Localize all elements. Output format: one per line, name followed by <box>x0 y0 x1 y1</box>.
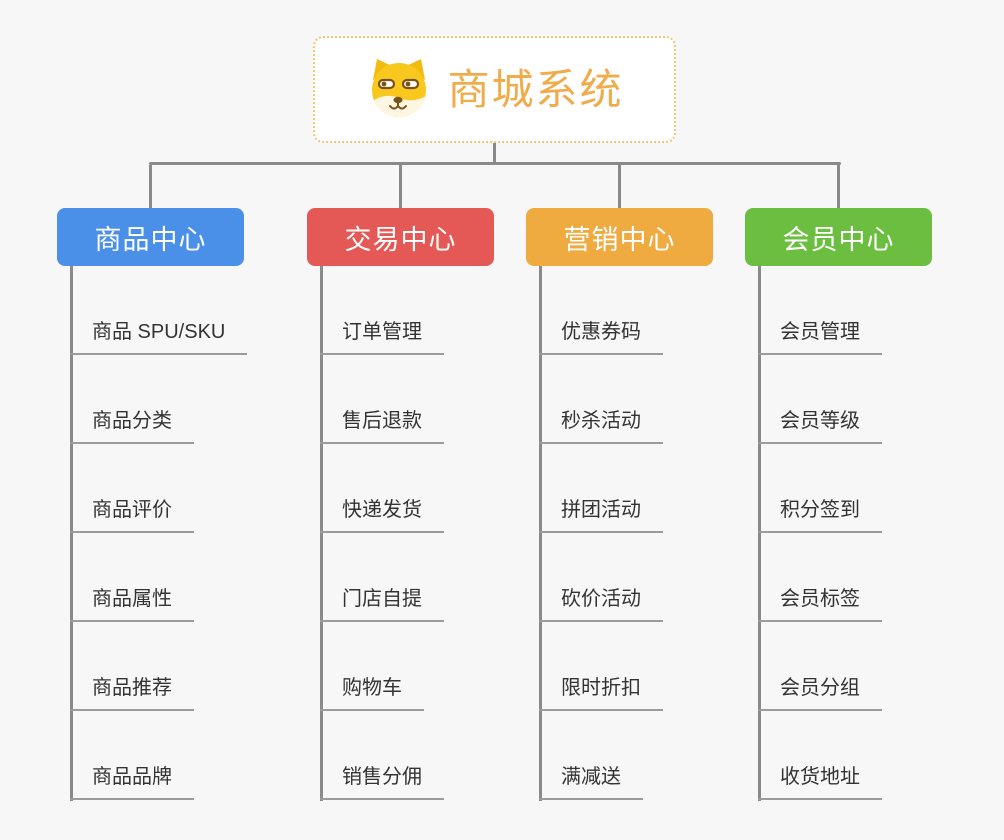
leaf-node[interactable]: 订单管理 <box>320 319 444 355</box>
leaf-node[interactable]: 商品分类 <box>70 408 194 444</box>
shiba-dog-icon <box>365 56 433 123</box>
leaf-node[interactable]: 拼团活动 <box>539 497 663 533</box>
branch-product-center: 商品中心 商品 SPU/SKU 商品分类 商品评价 商品属性 商品推荐 商品品牌 <box>57 208 307 820</box>
connector-trunk-trade <box>320 266 323 801</box>
leaf-node[interactable]: 会员分组 <box>758 675 882 711</box>
leaf-node[interactable]: 砍价活动 <box>539 586 663 622</box>
leaf-node[interactable]: 优惠券码 <box>539 319 663 355</box>
root-node[interactable]: 商城系统 <box>313 36 676 143</box>
connector-trunk-marketing <box>539 266 542 801</box>
leaf-node[interactable]: 商品推荐 <box>70 675 194 711</box>
leaf-node[interactable]: 限时折扣 <box>539 675 663 711</box>
connector-drop-marketing <box>618 165 621 208</box>
leaf-node[interactable]: 会员标签 <box>758 586 882 622</box>
category-node-trade[interactable]: 交易中心 <box>307 208 494 266</box>
leaf-node[interactable]: 收货地址 <box>758 764 882 800</box>
leaf-node[interactable]: 门店自提 <box>320 586 444 622</box>
leaf-node[interactable]: 商品属性 <box>70 586 194 622</box>
connector-trunk-member <box>758 266 761 801</box>
leaf-node[interactable]: 快递发货 <box>320 497 444 533</box>
branch-marketing-center: 营销中心 优惠券码 秒杀活动 拼团活动 砍价活动 限时折扣 满减送 <box>526 208 776 820</box>
leaf-node[interactable]: 秒杀活动 <box>539 408 663 444</box>
connector-bus <box>149 162 841 165</box>
connector-root-stem <box>493 143 496 163</box>
connector-drop-product <box>149 165 152 208</box>
leaf-node[interactable]: 商品 SPU/SKU <box>70 319 248 355</box>
category-node-product[interactable]: 商品中心 <box>57 208 244 266</box>
leaf-node[interactable]: 销售分佣 <box>320 764 444 800</box>
leaf-node[interactable]: 会员管理 <box>758 319 882 355</box>
category-node-marketing[interactable]: 营销中心 <box>526 208 713 266</box>
leaf-node[interactable]: 售后退款 <box>320 408 444 444</box>
leaf-node[interactable]: 购物车 <box>320 675 424 711</box>
connector-trunk-product <box>70 266 73 801</box>
leaf-node[interactable]: 满减送 <box>539 764 643 800</box>
leaf-node[interactable]: 会员等级 <box>758 408 882 444</box>
root-title: 商城系统 <box>447 65 624 113</box>
branch-member-center: 会员中心 会员管理 会员等级 积分签到 会员标签 会员分组 收货地址 <box>745 208 995 820</box>
connector-drop-trade <box>399 165 402 208</box>
leaf-node[interactable]: 商品评价 <box>70 497 194 533</box>
connector-drop-member <box>837 165 840 208</box>
branch-trade-center: 交易中心 订单管理 售后退款 快递发货 门店自提 购物车 销售分佣 <box>307 208 557 820</box>
leaf-node[interactable]: 积分签到 <box>758 497 882 533</box>
leaf-node[interactable]: 商品品牌 <box>70 764 194 800</box>
category-node-member[interactable]: 会员中心 <box>745 208 932 266</box>
